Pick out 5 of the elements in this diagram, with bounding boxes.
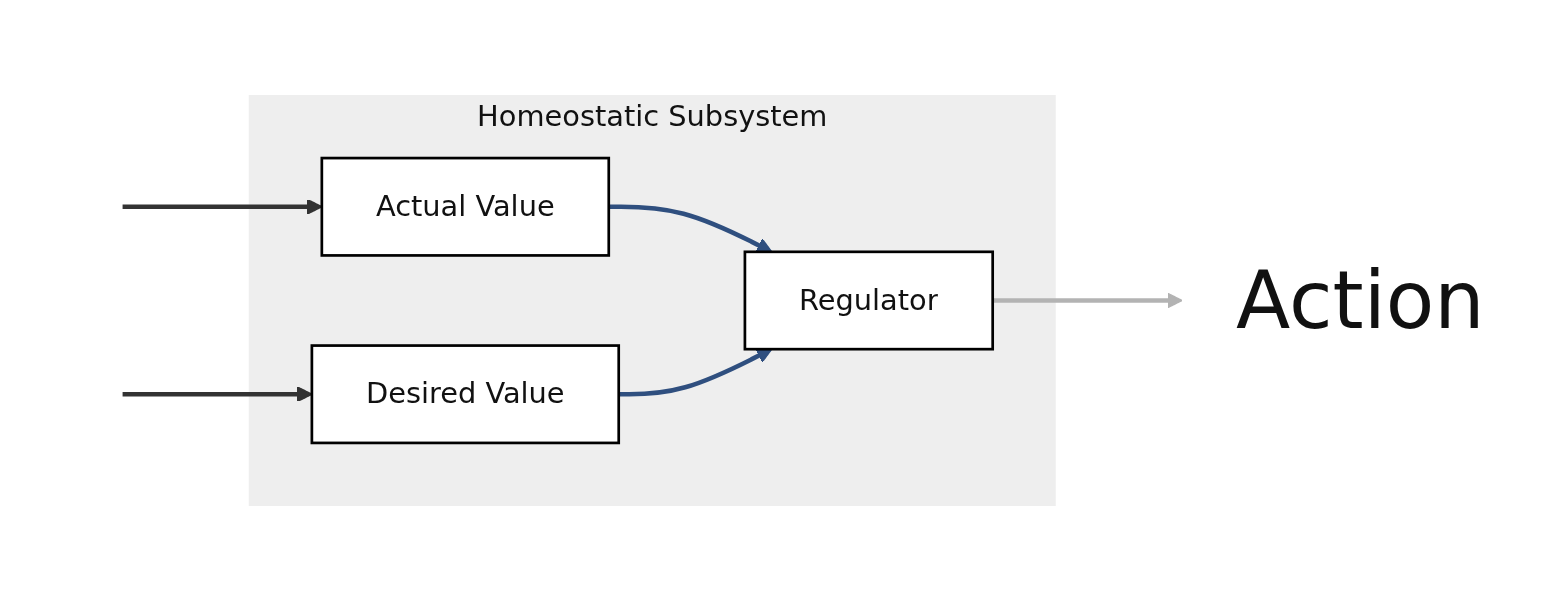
node-text: Action bbox=[1236, 253, 1485, 346]
node-box: Regulator bbox=[743, 250, 995, 351]
arrow bbox=[992, 292, 1183, 309]
node-box: Desired Value bbox=[310, 344, 621, 445]
node-box: Actual Value bbox=[320, 156, 611, 257]
